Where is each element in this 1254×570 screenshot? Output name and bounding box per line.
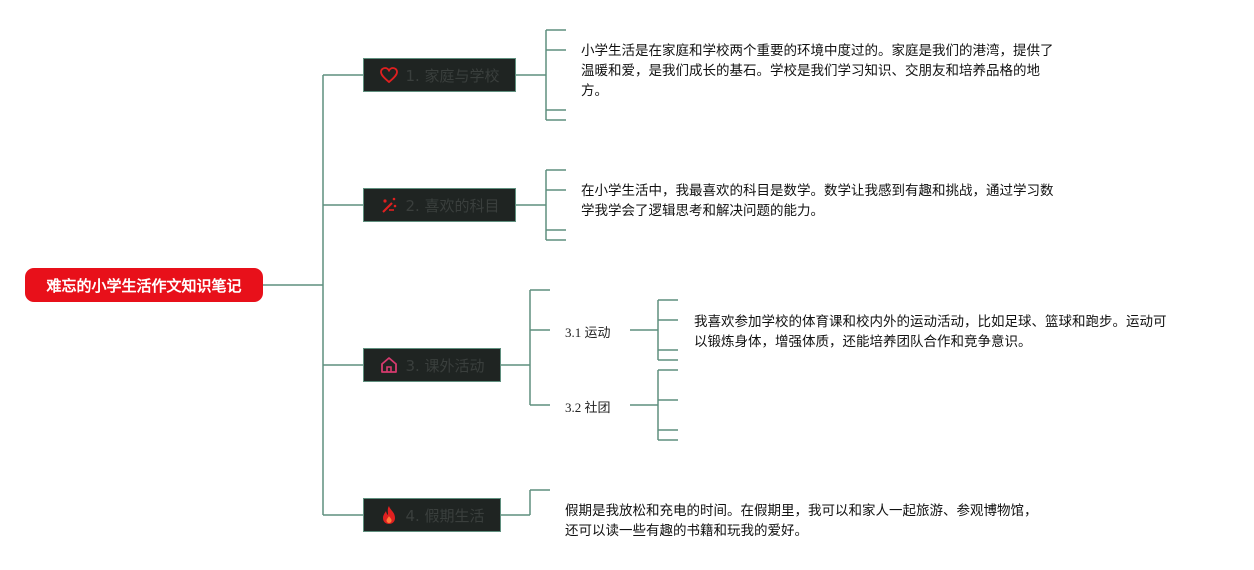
note-line: 还可以读一些有趣的书籍和玩我的爱好。 (565, 523, 808, 539)
note-favorite-subject: 在小学生活中，我最喜欢的科目是数学。数学让我感到有趣和挑战，通过学习数 学我学会… (581, 181, 1054, 221)
branch-family-school[interactable]: 1. 家庭与学校 (363, 58, 516, 92)
note-line: 温暖和爱，是我们成长的基石。学校是我们学习知识、交朋友和培养品格的地 (581, 63, 1040, 79)
flame-icon (379, 505, 399, 525)
branch-label: 2. 喜欢的科目 (405, 196, 500, 215)
subtopic-sports[interactable]: 3.1 运动 (565, 325, 611, 340)
branch-label: 1. 家庭与学校 (405, 66, 500, 85)
note-holiday-life: 假期是我放松和充电的时间。在假期里，我可以和家人一起旅游、参观博物馆， 还可以读… (565, 501, 1038, 541)
heart-icon (379, 65, 399, 85)
house-icon (379, 355, 399, 375)
note-sports: 我喜欢参加学校的体育课和校内外的运动活动，比如足球、篮球和跑步。运动可 以锻炼身… (694, 312, 1167, 352)
note-line: 我喜欢参加学校的体育课和校内外的运动活动，比如足球、篮球和跑步。运动可 (694, 314, 1167, 330)
note-line: 在小学生活中，我最喜欢的科目是数学。数学让我感到有趣和挑战，通过学习数 (581, 183, 1054, 199)
note-line: 假期是我放松和充电的时间。在假期里，我可以和家人一起旅游、参观博物馆， (565, 503, 1038, 519)
root-topic[interactable]: 难忘的小学生活作文知识笔记 (25, 268, 263, 302)
branch-favorite-subject[interactable]: 2. 喜欢的科目 (363, 188, 516, 222)
branch-holiday-life[interactable]: 4. 假期生活 (363, 498, 501, 532)
note-line: 方。 (581, 83, 608, 99)
branch-label: 4. 假期生活 (405, 506, 485, 525)
subtopic-clubs[interactable]: 3.2 社团 (565, 400, 611, 415)
note-line: 小学生活是在家庭和学校两个重要的环境中度过的。家庭是我们的港湾，提供了 (581, 43, 1054, 59)
sparkle-tools-icon (379, 195, 399, 215)
note-line: 学我学会了逻辑思考和解决问题的能力。 (581, 203, 824, 219)
note-line: 以锻炼身体，增强体质，还能培养团队合作和竞争意识。 (694, 334, 1032, 350)
note-family-school: 小学生活是在家庭和学校两个重要的环境中度过的。家庭是我们的港湾，提供了 温暖和爱… (581, 41, 1054, 101)
branch-extracurricular[interactable]: 3. 课外活动 (363, 348, 501, 382)
branch-label: 3. 课外活动 (405, 356, 485, 375)
